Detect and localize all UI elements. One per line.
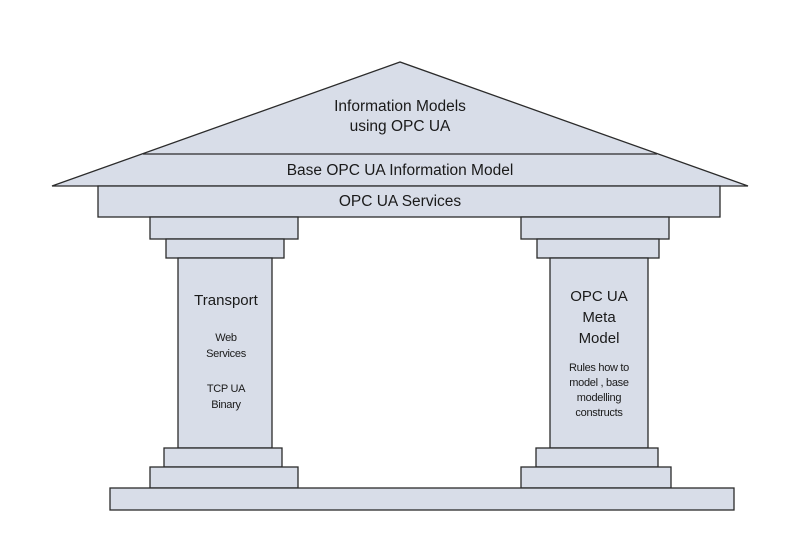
left-pillar-base-bottom [149,466,299,489]
services-beam-label: OPC UA Services [338,193,462,210]
right-pillar-base-top [535,447,659,468]
left-pillar-item: TCP UA [206,383,246,395]
left-pillar-capital-bottom [165,238,285,259]
base-information-model-label: Base OPC UA Information Model [286,162,514,179]
roof-title: Information Models using OPC UA [300,97,500,137]
right-pillar-base-bottom [520,466,672,489]
right-pillar-shaft [549,257,649,449]
right-pillar-note-line: Rules how to [569,362,629,374]
roof-title-line-2: using OPC UA [349,118,451,135]
right-pillar-note-line: model , base [569,377,629,389]
left-pillar-capital-top [149,216,299,240]
left-pillar-item: Services [206,348,246,360]
foundation-slab [109,487,735,511]
right-pillar-title-line: OPC UA [570,288,628,305]
right-pillar-capital-top [520,216,670,240]
left-pillar-item: Binary [211,399,241,411]
right-pillar-title: OPC UA Meta Model [550,286,648,349]
right-pillar-notes: Rules how to model , base modelling cons… [552,361,646,421]
right-pillar-title-line: Meta [582,309,616,326]
left-pillar-item: Web [215,332,237,344]
left-pillar-base-top [163,447,283,468]
services-beam [97,185,721,218]
right-pillar-note-line: constructs [575,407,623,419]
roof-title-line-1: Information Models [334,98,466,115]
right-pillar-title-line: Model [578,330,620,347]
left-pillar-title: Transport [194,292,258,309]
left-pillar-shaft [177,257,273,449]
right-pillar-capital-bottom [536,238,660,259]
right-pillar-note-line: modelling [576,392,622,404]
